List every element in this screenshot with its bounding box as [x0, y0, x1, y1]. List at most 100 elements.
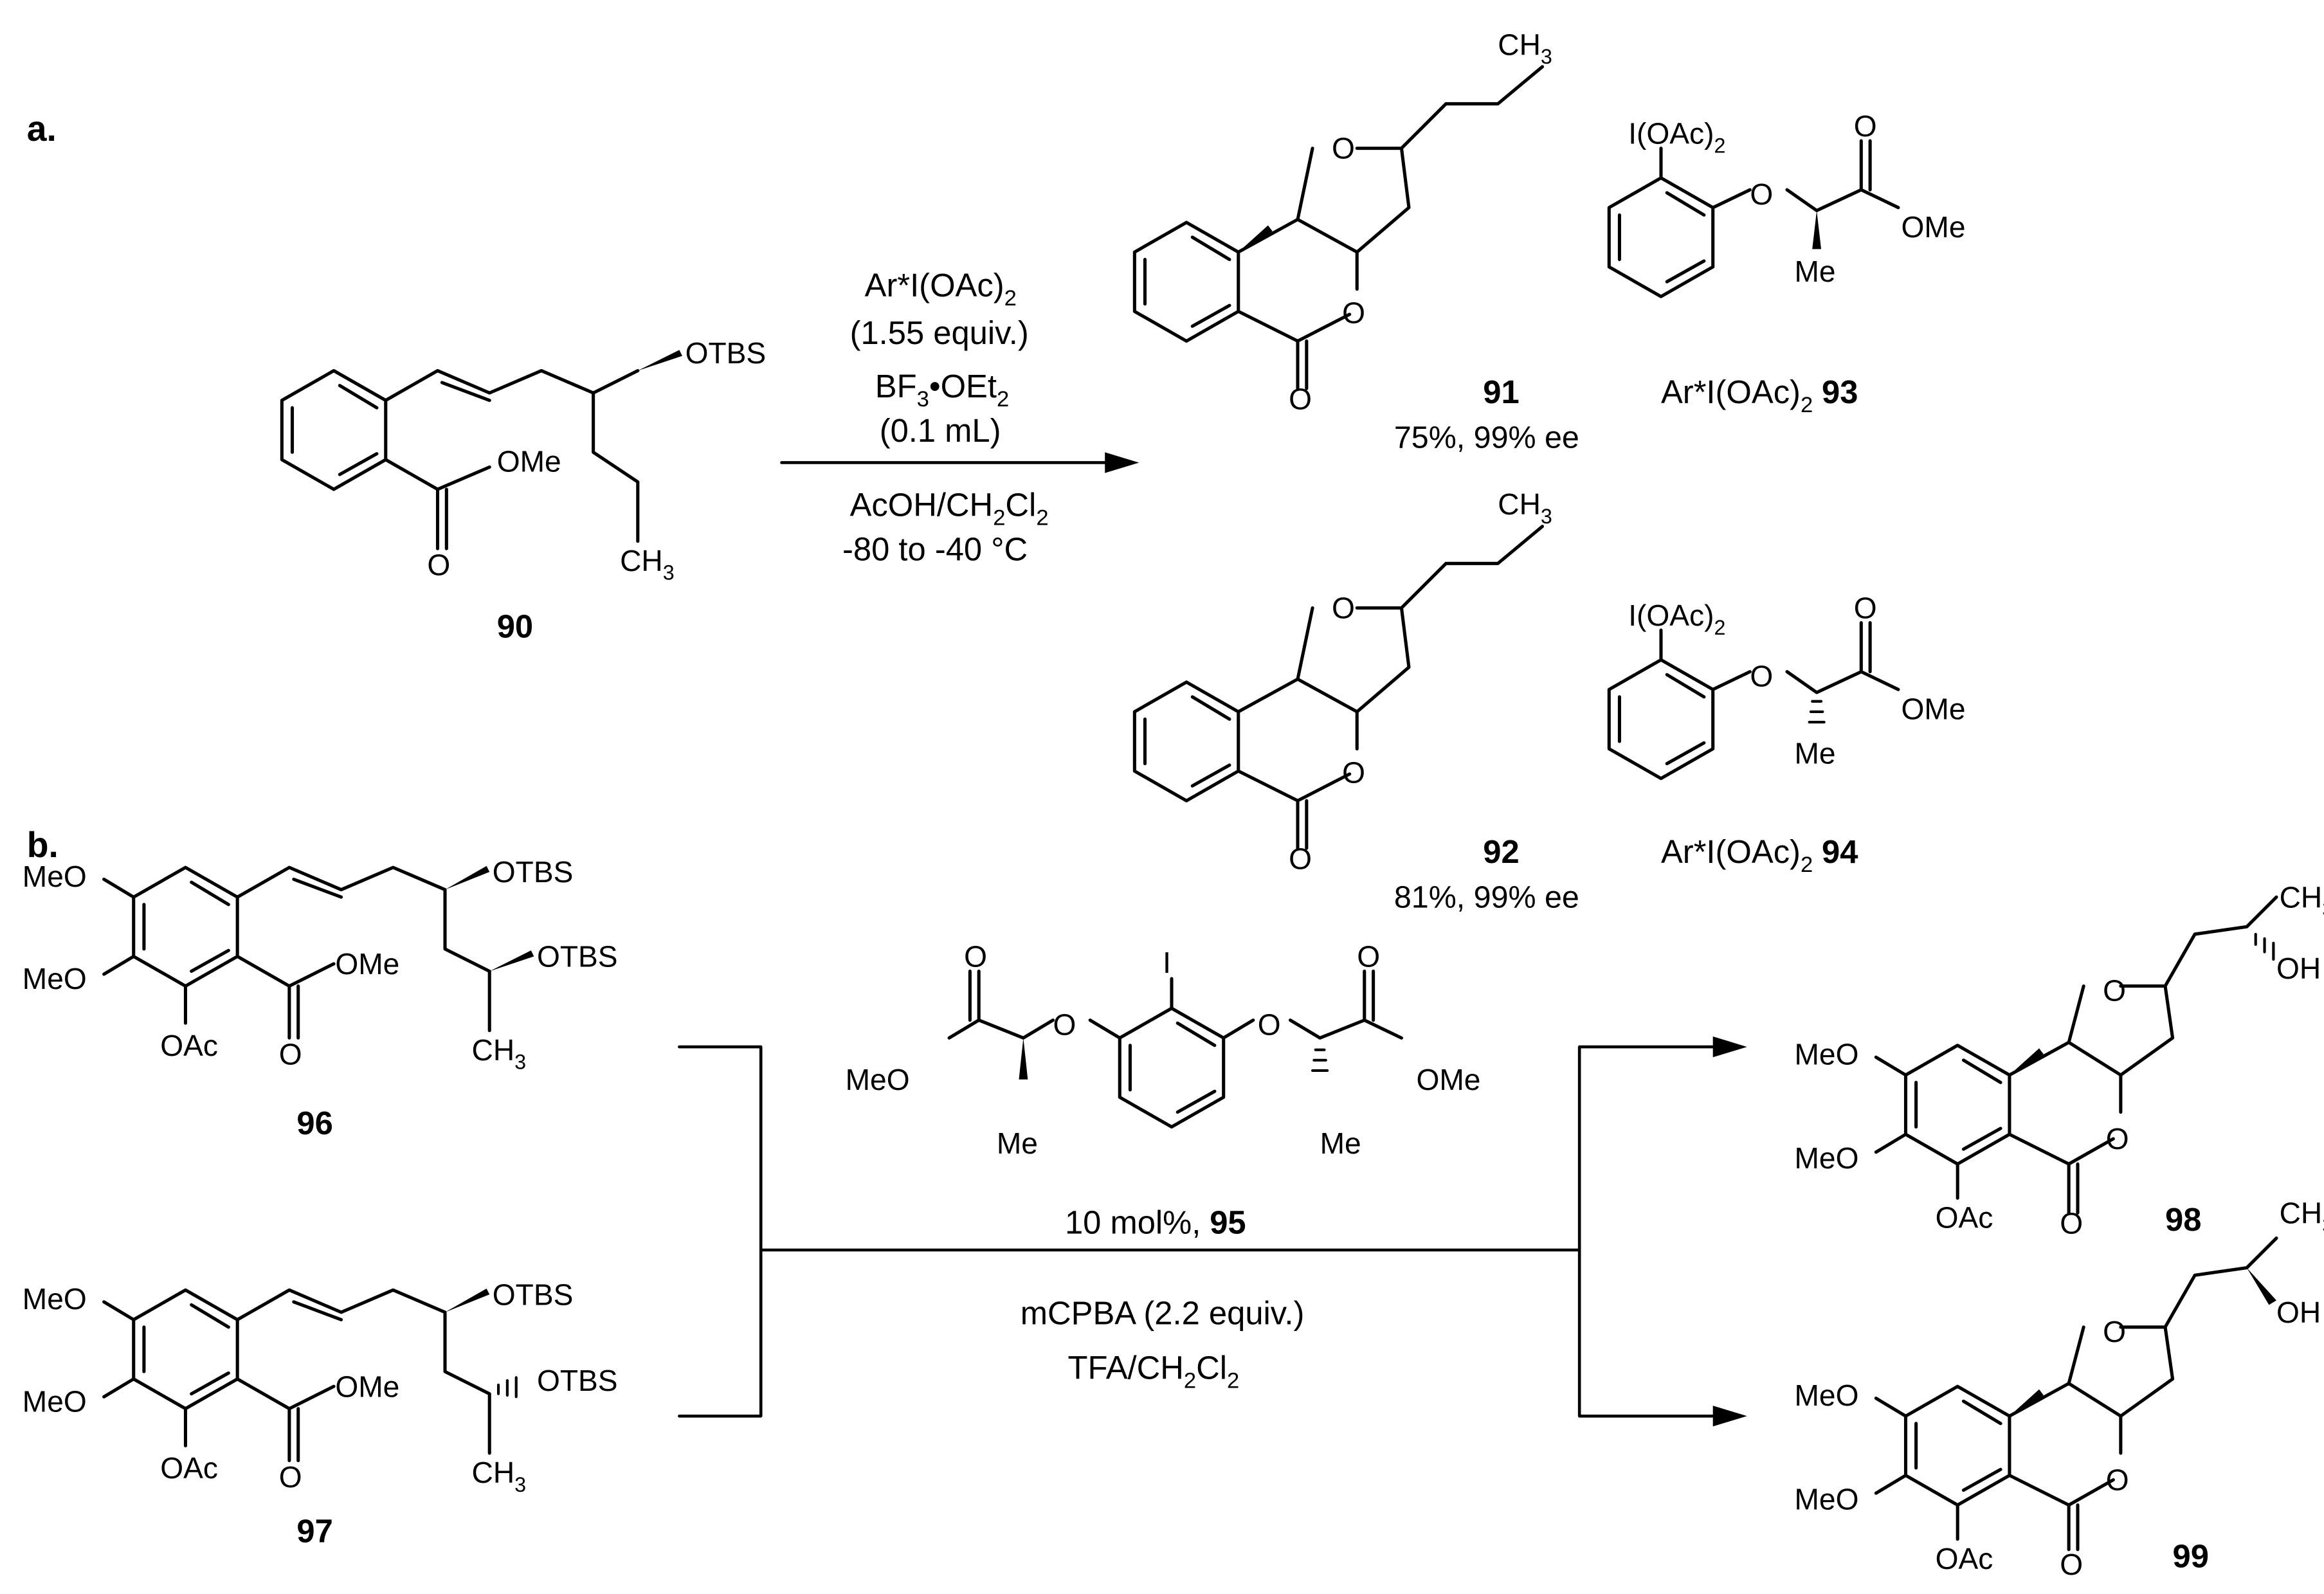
reaction-bracket-b	[678, 1036, 1747, 1427]
atom-meo1-96: MeO	[23, 860, 87, 893]
atom-o-ring-92: O	[1332, 592, 1355, 625]
compound-93-structure	[1607, 139, 1900, 298]
oxidant-b: mCPBA (2.2 equiv.)	[1021, 1294, 1305, 1331]
solvent-a: AcOH/CH2Cl2	[850, 487, 1049, 530]
atom-meo2-96: MeO	[23, 962, 87, 995]
atom-me-94: Me	[1795, 737, 1836, 770]
atom-ch3-98: CH3	[2280, 880, 2324, 921]
compound-98-structure	[1874, 895, 2278, 1215]
reagent-ar-i-oac2: Ar*I(OAc)2	[865, 267, 1017, 311]
compound-96-structure	[102, 865, 534, 1040]
atom-otbs2-97: OTBS	[537, 1364, 618, 1397]
atom-ch3-90: CH3	[620, 544, 675, 584]
compound-label-91: 91	[1483, 374, 1519, 410]
atom-o-carbonyl-92: O	[1289, 842, 1312, 875]
arrowhead-a	[1105, 452, 1139, 473]
reagent-amount: (0.1 mL)	[880, 412, 1001, 449]
atom-ioac2-94: I(OAc)2	[1628, 599, 1725, 639]
atom-ome-94: OMe	[1902, 692, 1966, 725]
atom-oac-98: OAc	[1936, 1200, 1993, 1234]
atom-o-ring-91: O	[1332, 132, 1355, 165]
atom-ch3-97: CH3	[472, 1456, 527, 1496]
atom-meo2-97: MeO	[23, 1384, 87, 1418]
compound-99-structure	[1874, 1236, 2278, 1552]
atom-o-ether2-95: O	[1258, 1008, 1281, 1042]
solvent-b: TFA/CH2Cl2	[1068, 1350, 1240, 1393]
atom-o-ring-98: O	[2103, 974, 2126, 1008]
atom-o-lactone-92: O	[1342, 756, 1365, 790]
atom-o-carbonyl-91: O	[1289, 382, 1312, 415]
atom-oh-98: OH	[2276, 952, 2321, 985]
atom-o-97: O	[279, 1460, 302, 1494]
atom-me-93: Me	[1795, 255, 1836, 288]
atom-otbs1-97: OTBS	[493, 1278, 574, 1311]
atom-o-carbonyl-99: O	[2060, 1548, 2083, 1581]
atom-o-carbonyl2-95: O	[1357, 940, 1380, 974]
atom-o-ring-99: O	[2103, 1315, 2126, 1348]
atom-meo1-99: MeO	[1795, 1379, 1859, 1412]
arrowhead-99	[1712, 1406, 1747, 1427]
arrowhead-98	[1712, 1036, 1747, 1058]
compound-label-92: 92	[1483, 833, 1519, 870]
atom-ome-95: OMe	[1416, 1063, 1480, 1096]
atom-oac-99: OAc	[1936, 1542, 1993, 1575]
yield-92: 81%, 99% ee	[1394, 880, 1579, 914]
compound-94-structure	[1607, 621, 1900, 781]
atom-oh-99: OH	[2276, 1296, 2321, 1329]
atom-ome-90: OMe	[497, 444, 561, 478]
atom-i-95: I	[1163, 946, 1171, 979]
atom-o-carbonyl-94: O	[1854, 592, 1877, 625]
atom-meo2-98: MeO	[1795, 1141, 1859, 1175]
atom-o-carbonyl1-95: O	[964, 940, 987, 974]
atom-o-carbonyl-98: O	[2060, 1207, 2083, 1240]
atom-otbs-90: OTBS	[685, 336, 767, 370]
atom-meo2-99: MeO	[1795, 1483, 1859, 1516]
atom-otbs2-96: OTBS	[537, 940, 618, 974]
atom-ch3-96: CH3	[472, 1033, 527, 1074]
atom-o-ether-94: O	[1750, 660, 1773, 693]
atom-o-ether-93: O	[1750, 177, 1773, 211]
atom-me2-95: Me	[1320, 1127, 1361, 1160]
atom-ioac2-93: I(OAc)2	[1628, 117, 1725, 158]
atom-ome-93: OMe	[1902, 210, 1966, 244]
atom-ome-96: OMe	[335, 947, 399, 981]
compound-label-96: 96	[296, 1105, 332, 1141]
catalyst-loading-b: 10 mol%,95	[1065, 1204, 1246, 1241]
reagent-bf3-oet2: BF3•OEt2	[875, 368, 1009, 412]
atom-o-lactone-91: O	[1342, 296, 1365, 330]
atom-o-90: O	[427, 548, 450, 582]
compound-label-99: 99	[2173, 1537, 2209, 1574]
atom-ch3-99: CH3	[2280, 1196, 2324, 1236]
panel-label-b: b.	[27, 825, 59, 865]
panel-label-a: a.	[27, 109, 57, 149]
compound-91-structure	[1132, 65, 1545, 390]
atom-o-lactone-99: O	[2106, 1463, 2129, 1497]
atom-ch3-92: CH3	[1498, 487, 1552, 528]
compound-label-97: 97	[296, 1512, 332, 1549]
compound-label-98: 98	[2165, 1201, 2201, 1238]
compound-label-90: 90	[497, 608, 533, 645]
atom-ch3-91: CH3	[1498, 28, 1552, 68]
compound-97-structure	[102, 1288, 518, 1462]
compound-90-structure	[280, 350, 682, 550]
atom-o-carbonyl-93: O	[1854, 109, 1877, 143]
wedge-bond	[637, 350, 682, 371]
atom-oac-96: OAc	[160, 1029, 218, 1062]
temperature-a: -80 to -40 °C	[842, 531, 1028, 568]
atom-o-ether1-95: O	[1053, 1008, 1076, 1042]
atom-ome-97: OMe	[335, 1370, 399, 1403]
atom-o-lactone-98: O	[2106, 1122, 2129, 1155]
compound-92-structure	[1132, 525, 1545, 850]
atom-meo-95: MeO	[846, 1063, 910, 1096]
yield-91: 75%, 99% ee	[1394, 420, 1579, 455]
atom-otbs1-96: OTBS	[493, 855, 574, 889]
atom-oac-97: OAc	[160, 1451, 218, 1485]
atom-meo1-98: MeO	[1795, 1038, 1859, 1071]
compound-95-structure	[947, 969, 1403, 1129]
atom-meo1-97: MeO	[23, 1282, 87, 1316]
atom-me1-95: Me	[997, 1127, 1038, 1160]
